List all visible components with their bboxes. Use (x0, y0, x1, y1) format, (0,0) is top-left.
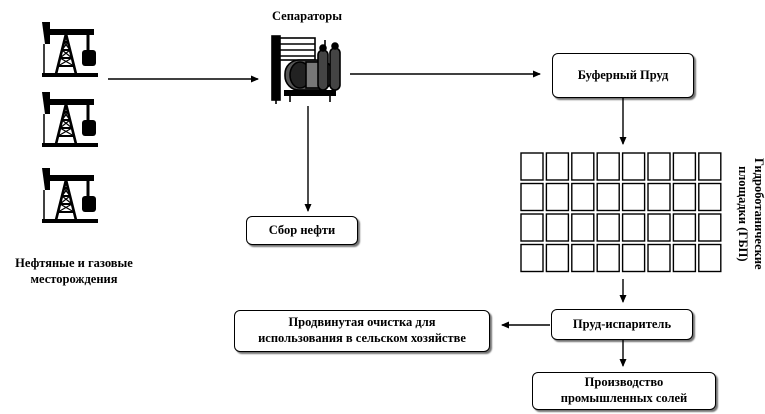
evaporation-pond-box: Пруд-испаритель (551, 309, 693, 340)
hydrobotanical-plot-cell (698, 213, 722, 242)
hydrobotanical-plot-cell (621, 182, 646, 212)
industrial-salts-line2: промышленных солей (560, 391, 688, 405)
hydrobotanical-plot-cell (596, 182, 620, 212)
hydrobotanical-plot-cell (571, 152, 595, 181)
hydrobotanical-plot-cell (672, 243, 697, 273)
hydrobotanical-plot-cell (545, 152, 570, 181)
hydrobotanical-plot-cell (647, 152, 671, 181)
hydrobotanical-plot-cell (647, 182, 671, 212)
industrial-salts-line1: Производство (584, 375, 664, 390)
oil-pump-jack-icon (40, 166, 100, 225)
hydrobotanical-plot-cell (520, 243, 544, 273)
hydrobotanical-plot-cell (520, 152, 544, 181)
hydrobotanical-plot-cell (621, 152, 646, 181)
hydrobotanical-plot-cell (545, 182, 570, 212)
industrial-salts-box: Производство промышленных солей (532, 372, 716, 410)
hydrobotanical-plot-cell (698, 243, 722, 273)
hydrobotanical-grid (520, 152, 722, 273)
advanced-treatment-line1: Продвинутая очистка для (288, 315, 436, 330)
hydrobotanical-plot-cell (621, 213, 646, 242)
oil-collection-box: Сбор нефти (246, 216, 358, 245)
separators-label: Сепараторы (272, 9, 342, 23)
hydrobotanical-plot-cell (698, 152, 722, 181)
hydrobotanical-plot-cell (672, 213, 697, 242)
hydrobotanical-plot-cell (520, 182, 544, 212)
oil-pump-jack-icon (40, 90, 100, 149)
hydrobotanical-plot-cell (545, 213, 570, 242)
advanced-treatment-box: Продвинутая очистка для использования в … (234, 310, 490, 352)
hydrobotanical-plot-cell (647, 213, 671, 242)
hydrobotanical-plot-cell (571, 182, 595, 212)
hydrobotanical-plot-cell (571, 213, 595, 242)
hydrobotanical-plot-cell (672, 182, 697, 212)
fields-label-text: Нефтяные и газовые месторождения (15, 256, 133, 287)
evaporation-pond-label: Пруд-испаритель (572, 316, 672, 331)
hydrobotanical-plot-cell (545, 243, 570, 273)
hydrobotanical-plot-cell (672, 152, 697, 181)
hydrobotanical-plot-cell (596, 243, 620, 273)
oil-collection-label: Сбор нефти (268, 222, 336, 237)
hydrobotanical-plot-cell (698, 182, 722, 212)
hydrobotanical-plot-cell (520, 213, 544, 242)
hydrobotanical-label: Гидроботанические площадки (ГБП) (735, 158, 765, 270)
hydrobotanical-plot-cell (596, 213, 620, 242)
hydrobotanical-label-line2: площадки (ГБП) (736, 166, 751, 262)
buffer-pond-box: Буферный Пруд (552, 53, 694, 98)
hydrobotanical-plot-cell (647, 243, 671, 273)
fields-label: Нефтяные и газовые месторождения (4, 255, 144, 288)
hydrobotanical-label-line1: Гидроботанические (752, 158, 765, 270)
oil-pump-jack-icon (40, 20, 100, 79)
hydrobotanical-plot-cell (596, 152, 620, 181)
hydrobotanical-plot-cell (571, 243, 595, 273)
buffer-pond-label: Буферный Пруд (577, 67, 669, 82)
advanced-treatment-line2: использования в сельском хозяйстве (258, 331, 466, 345)
separator-tank-icon (271, 35, 341, 104)
hydrobotanical-plot-cell (621, 243, 646, 273)
